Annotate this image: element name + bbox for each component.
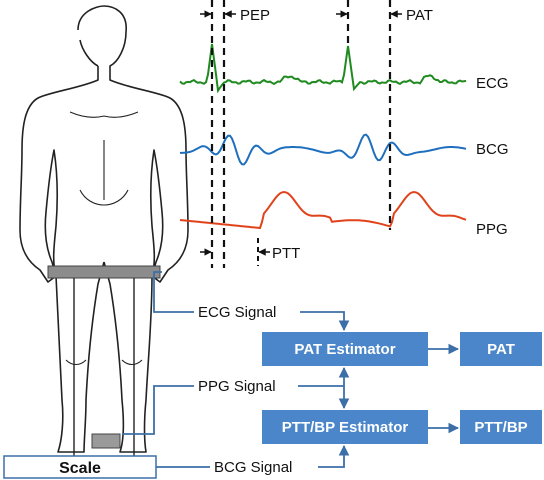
ecg-connector	[153, 271, 194, 313]
bcg-waveform	[180, 133, 467, 166]
ptt-label: PTT	[272, 245, 300, 262]
knee-lines	[65, 359, 143, 366]
ptt-bp-output-box	[460, 410, 542, 444]
bcg-waveform-label: BCG	[476, 141, 509, 158]
ptt-bp-output-label: PTT/BP	[474, 419, 527, 436]
pat-label: PAT	[406, 7, 433, 24]
human-figure	[19, 5, 189, 453]
bcg-to-estimator	[318, 444, 350, 468]
torso-left-outline	[19, 66, 99, 283]
ppg-connector	[122, 385, 194, 435]
head-outline	[77, 5, 127, 78]
scale-label: Scale	[59, 460, 101, 477]
waveforms	[179, 43, 467, 230]
timing-lines	[210, 0, 392, 268]
pat-output-box	[460, 332, 542, 366]
pep-label: PEP	[240, 7, 270, 24]
torso-right-outline	[109, 78, 189, 283]
bcg-signal-label: BCG Signal	[214, 459, 292, 476]
chest-lines	[69, 111, 139, 206]
ppg-waveform	[179, 190, 467, 230]
ecg-to-estimator	[300, 311, 350, 332]
ppg-signal-label: PPG Signal	[198, 378, 276, 395]
ptt-bp-estimator-box	[262, 410, 428, 444]
ecg-signal-label: ECG Signal	[198, 304, 276, 321]
legs-outline	[55, 261, 153, 453]
pat-estimator-label: PAT Estimator	[294, 341, 395, 358]
signal-connectors	[122, 271, 460, 468]
ecg-waveform	[179, 43, 467, 94]
ppg-waveform-label: PPG	[476, 221, 508, 238]
hand-electrode-band	[47, 265, 161, 279]
ecg-waveform-label: ECG	[476, 75, 509, 92]
ankle-ppg-sensor	[91, 433, 121, 449]
pat-output-label: PAT	[487, 341, 515, 358]
pat-estimator-box	[262, 332, 428, 366]
ptt-bp-estimator-label: PTT/BP Estimator	[282, 419, 409, 436]
